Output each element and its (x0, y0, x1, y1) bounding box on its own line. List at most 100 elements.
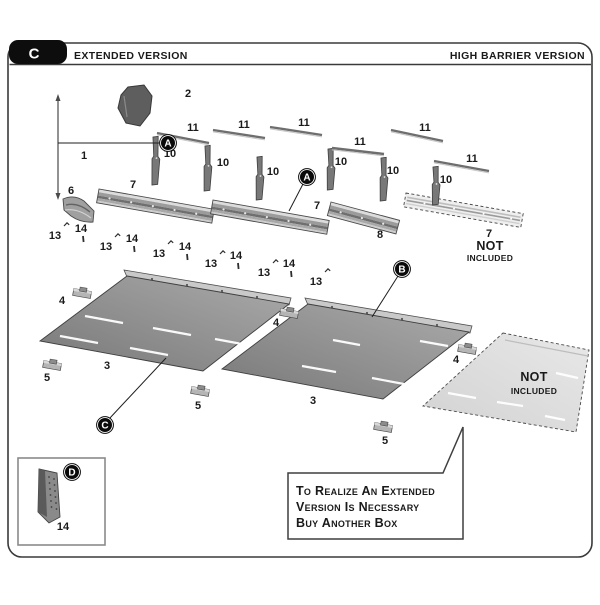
clips-4-5 (42, 286, 477, 433)
posts-10 (151, 135, 441, 206)
not-included-road-line2: INCLUDED (511, 386, 557, 396)
part-14-4 (237, 262, 240, 270)
rail-11-3-highlight (269, 128, 323, 138)
part-label-4: 4 (273, 317, 280, 329)
road-section-left (38, 269, 292, 372)
part-6-rail-end (62, 196, 95, 223)
part-14-5 (290, 270, 293, 278)
step-badge-d: D (63, 463, 81, 481)
road-section-not-included: NOT INCLUDED (422, 332, 590, 433)
part-13-6 (324, 267, 331, 273)
rail-11-4-highlight (331, 149, 385, 157)
note-box: To Realize An Extended Version Is Necess… (287, 426, 464, 540)
part-label-1: 1 (81, 150, 87, 162)
rail-11-2-highlight (212, 131, 266, 141)
part-label-13: 13 (100, 241, 112, 253)
note-line-2: Version Is Necessary (296, 500, 419, 514)
road-right-bolts (330, 305, 439, 327)
part-label-4: 4 (59, 295, 66, 307)
road-left-lip (123, 269, 292, 306)
road-ni-lip-line (504, 339, 589, 357)
part-label-14: 14 (75, 223, 88, 235)
note-line-1: To Realize An Extended (296, 484, 435, 498)
step-badge-c-letter: C (101, 421, 108, 432)
road-left-lane-dashes (59, 314, 243, 357)
part-13-2 (114, 232, 121, 238)
rail-11-5 (390, 128, 444, 143)
clip-4-2 (279, 306, 299, 319)
part-label-10: 10 (440, 174, 452, 186)
part-label-5: 5 (44, 372, 50, 384)
part-14-2 (133, 245, 136, 253)
right-title: HIGH BARRIER VERSION (450, 50, 585, 62)
part-label-11: 11 (238, 119, 250, 131)
part-2-highlight (123, 95, 128, 118)
road-right-lip (304, 297, 473, 334)
post-10-5-bolt (383, 176, 386, 178)
part-label-7: 7 (130, 179, 136, 191)
road-right-deck (220, 303, 471, 400)
step-tab-letter: C (29, 46, 40, 63)
road-section-right (220, 297, 473, 400)
part-label-14: 14 (230, 250, 243, 262)
road-ni-lane-dashes (447, 371, 579, 422)
part-label-13: 13 (258, 267, 270, 279)
clip-5-4 (42, 358, 62, 371)
rail-11-3 (269, 125, 323, 137)
part-label-10: 10 (387, 165, 399, 177)
part-label-7: 7 (486, 228, 492, 240)
rail-11-6 (433, 159, 490, 173)
guardrails (96, 188, 401, 235)
rail-11-4 (331, 146, 385, 156)
clip-5-5 (190, 384, 210, 397)
not-included-rail-line2: INCLUDED (467, 253, 513, 263)
part-13-5 (272, 258, 279, 264)
part-label-11: 11 (354, 136, 366, 148)
part-14-3 (186, 253, 189, 261)
clip-5-6 (373, 420, 393, 433)
detail-box-d (17, 457, 106, 546)
road-left-bolts (150, 277, 259, 299)
post-10-1-bolt (155, 157, 158, 160)
not-included-rail-line1: NOT (476, 239, 503, 253)
leader-b (371, 275, 399, 318)
rail-11-6-highlight (433, 162, 490, 174)
post-10-5 (379, 156, 389, 202)
header: C EXTENDED VERSION HIGH BARRIER VERSION (9, 40, 585, 64)
part-label-10: 10 (267, 166, 279, 178)
step-badge-c: C (96, 416, 114, 434)
part-label-13: 13 (49, 230, 61, 242)
part-13-3 (167, 239, 174, 245)
step-badge-a: A (298, 168, 316, 186)
rail-11-2 (212, 128, 266, 140)
part-label-13: 13 (310, 276, 322, 288)
post-10-3-bolt (259, 175, 262, 177)
part-label-13: 13 (205, 258, 217, 270)
part-label-14: 14 (179, 241, 192, 253)
part-13-4 (219, 249, 226, 255)
step-badge-a-letter: A (303, 173, 310, 184)
post-10-4 (326, 147, 336, 191)
part-label-5: 5 (195, 400, 201, 412)
arrow-down-icon (55, 193, 61, 200)
part-label-6: 6 (68, 185, 74, 197)
post-10-6-bolt (435, 183, 438, 185)
part-13-1 (63, 221, 70, 227)
part-14-rivets (48, 476, 58, 510)
part-label-11: 11 (187, 122, 199, 134)
step-badge-b: B (393, 260, 411, 278)
step-badges: A A B C D (63, 134, 411, 481)
tiny-parts-13-14 (63, 221, 331, 278)
rail-11-5-highlight (390, 131, 444, 144)
part-label-13: 13 (153, 248, 165, 260)
part-14-wedge-shadow (38, 469, 47, 517)
post-10-3 (255, 155, 265, 201)
part-label-11: 11 (466, 153, 478, 165)
leader-a2 (288, 183, 304, 212)
guardrail-7-2 (210, 199, 330, 235)
guardrail-8 (326, 201, 401, 235)
step-badge-a: A (159, 134, 177, 152)
not-included-road-line1: NOT (520, 370, 547, 384)
